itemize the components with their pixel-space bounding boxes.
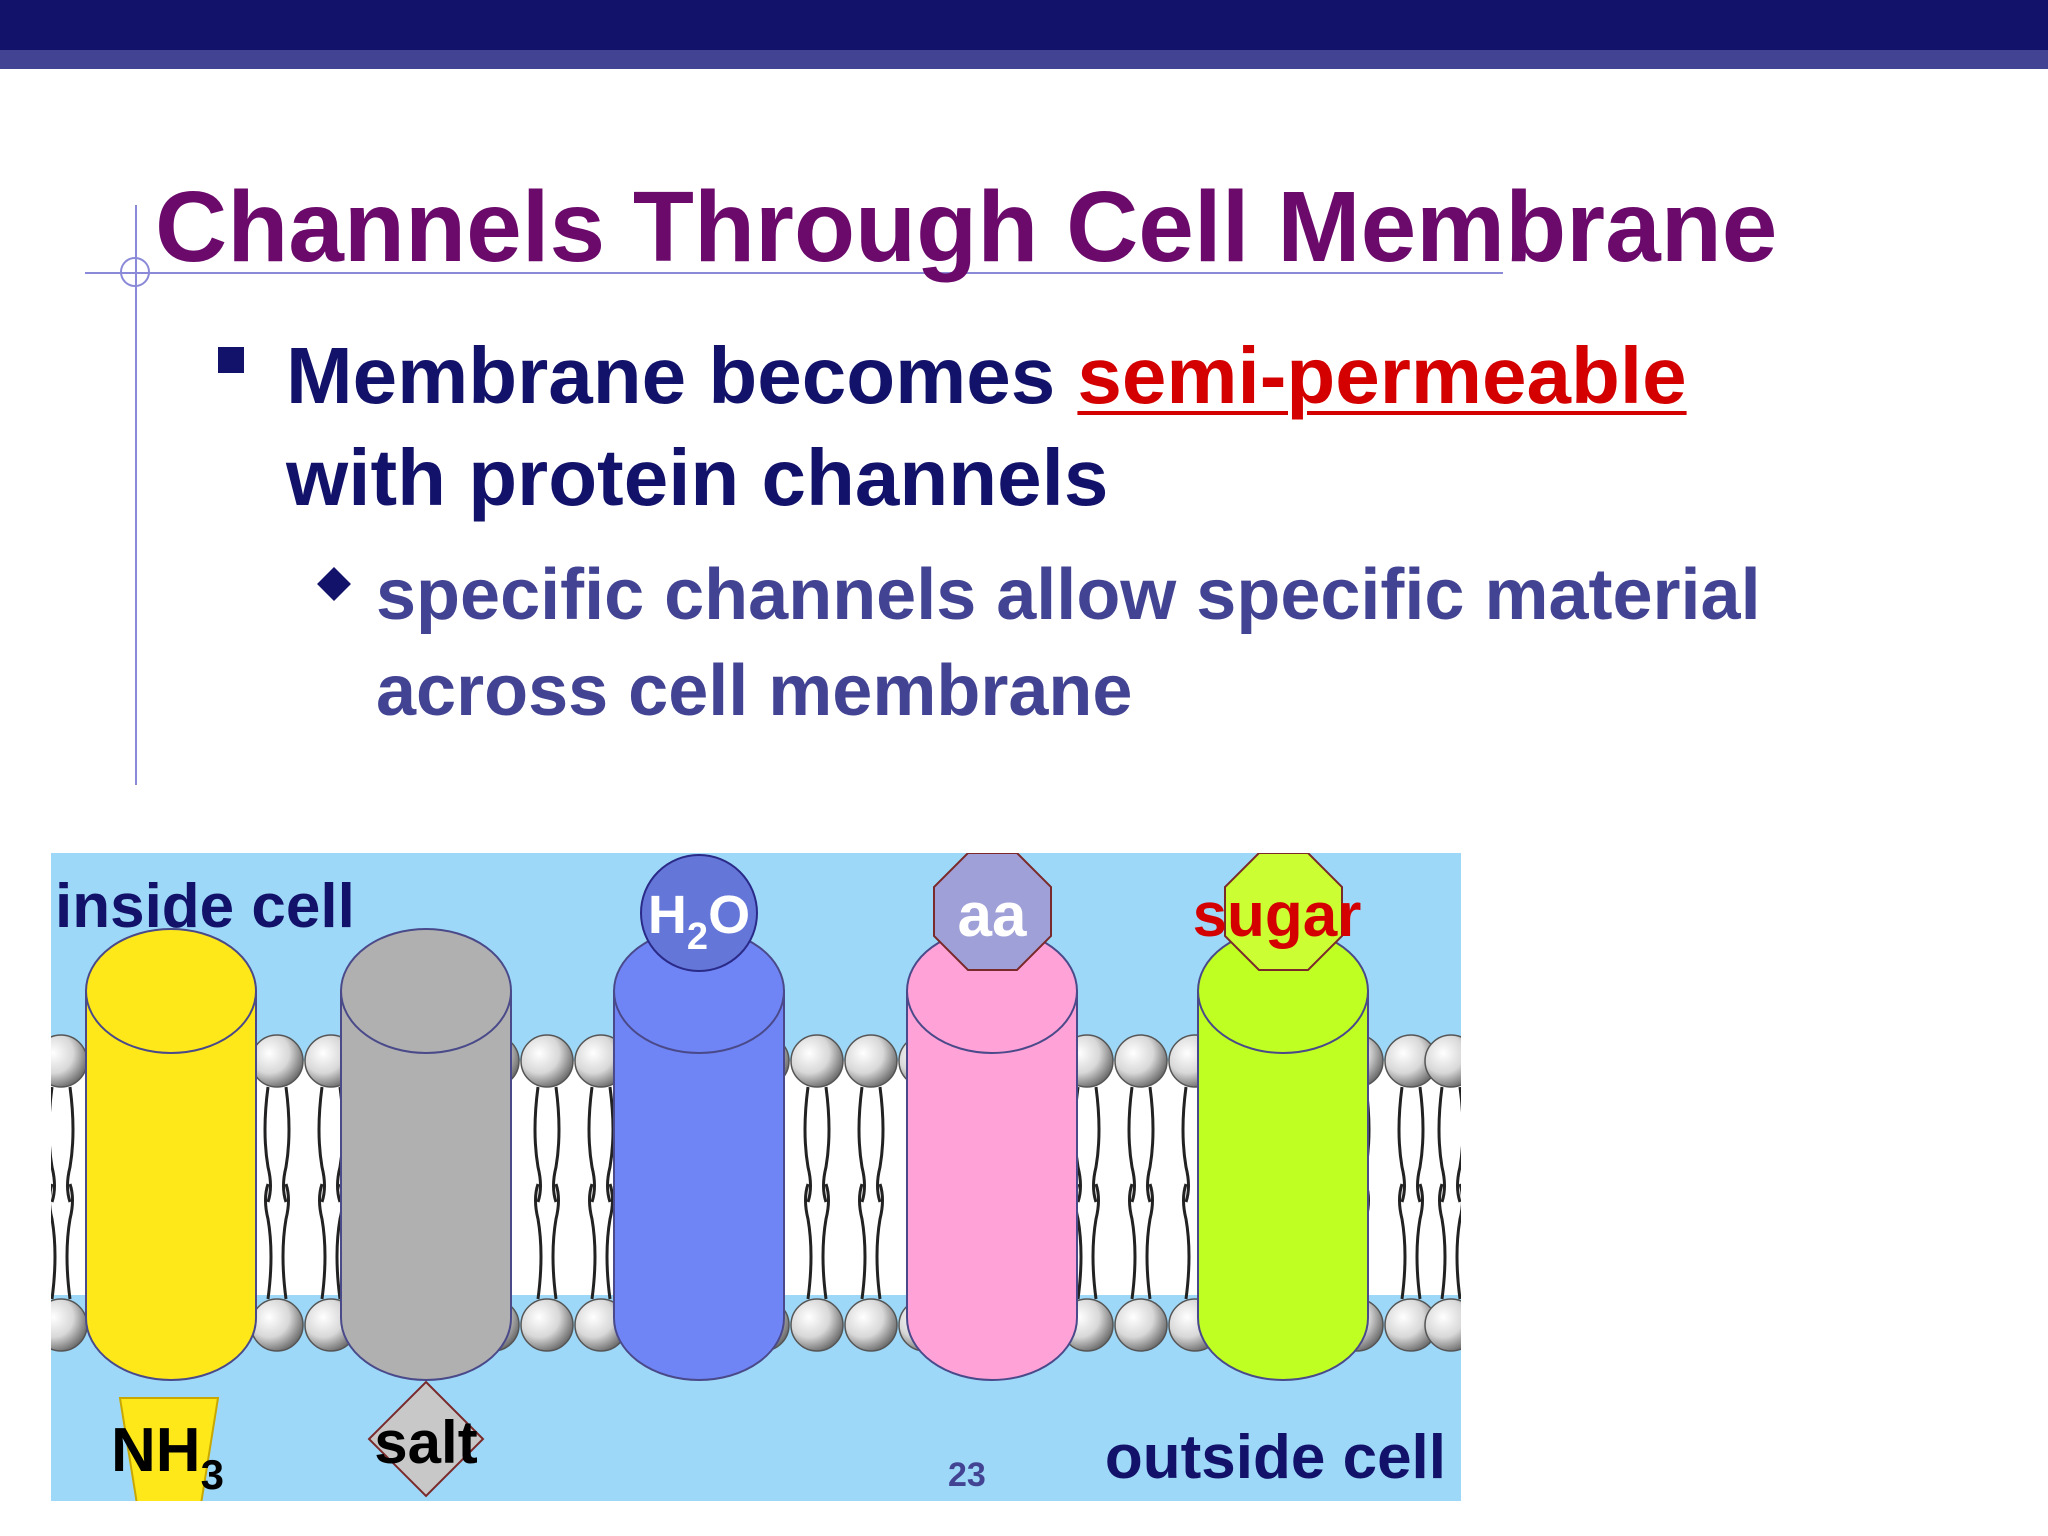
lipid-head: [1114, 1034, 1168, 1088]
lipid-head: [1424, 1298, 1461, 1352]
lipid-head: [520, 1298, 574, 1352]
lipid-tail: [282, 1086, 291, 1203]
lipid-tail: [588, 1183, 597, 1300]
water-molecule: [640, 854, 758, 972]
lipid-tail: [534, 1183, 543, 1300]
salt-molecule: [367, 1380, 485, 1498]
lipid-tail: [533, 1086, 542, 1203]
sub-bullet-line-1: specific channels allow specific materia…: [376, 555, 1761, 635]
diamond-bullet-icon: [317, 567, 351, 601]
lipid-tail: [1415, 1183, 1424, 1300]
lipid-head: [1114, 1298, 1168, 1352]
lipid-tail: [263, 1086, 272, 1203]
channel-top: [340, 928, 512, 1054]
lipid-tail: [1437, 1086, 1446, 1203]
lipid-head: [790, 1298, 844, 1352]
lipid-tail: [264, 1183, 273, 1300]
lipid-tail: [821, 1183, 830, 1300]
channel-body: [906, 990, 1078, 1381]
lipid-tail: [317, 1086, 326, 1203]
lipid-head: [250, 1034, 304, 1088]
lipid-tail: [318, 1183, 327, 1300]
slide-title: Channels Through Cell Membrane: [155, 171, 1778, 283]
channel-body: [1197, 990, 1369, 1381]
lipid-tail: [605, 1183, 614, 1300]
outside-cell-label: outside cell: [1105, 1423, 1446, 1492]
crosshair-icon: [120, 257, 150, 287]
vertical-guide-line: [135, 205, 137, 785]
lipid-tail: [1127, 1086, 1136, 1203]
amino-acid-label: aa: [958, 881, 1027, 950]
lipid-tail: [51, 1086, 56, 1203]
lipid-tail: [1092, 1086, 1101, 1203]
bullet-text-end: with protein channels: [286, 433, 1109, 522]
top-bar-accent: [0, 50, 2048, 69]
lipid-tail: [803, 1086, 812, 1203]
lipid-tail: [876, 1086, 885, 1203]
lipid-tail: [1182, 1183, 1191, 1300]
protein-channels: [85, 928, 1369, 1381]
lipid-tail: [1091, 1183, 1100, 1300]
lipid-tail: [551, 1183, 560, 1300]
sugar-molecule: [1224, 853, 1343, 971]
main-bullet: Membrane becomes semi-permeable with pro…: [286, 325, 1886, 529]
lipid-tail: [552, 1086, 561, 1203]
lipid-tail: [822, 1086, 831, 1203]
lipid-tail: [1438, 1183, 1447, 1300]
channel-top: [85, 928, 257, 1054]
protein-channel-blue: [613, 928, 785, 1381]
inside-cell-label: inside cell: [55, 872, 355, 941]
lipid-tail: [1455, 1183, 1461, 1300]
ammonia-label: NH3: [111, 1416, 224, 1498]
lipid-tail: [1397, 1086, 1406, 1203]
water-molecule-label: H2O: [648, 885, 750, 958]
salt-label: salt: [374, 1409, 477, 1476]
lipid-tail: [587, 1086, 596, 1203]
protein-channel-green: [1197, 928, 1369, 1381]
lipid-head: [250, 1298, 304, 1352]
lipid-tail: [1416, 1086, 1425, 1203]
lipid-tail: [857, 1086, 866, 1203]
lipid-tail: [1456, 1086, 1461, 1203]
lipid-tail: [804, 1183, 813, 1300]
lipid-head: [844, 1034, 898, 1088]
bullet-text-start: Membrane becomes: [286, 331, 1078, 420]
sub-bullet: specific channels allow specific materia…: [376, 547, 1976, 739]
lipid-head: [520, 1034, 574, 1088]
channel-body: [340, 990, 512, 1381]
lipid-tail: [1146, 1086, 1155, 1203]
lipid-tail: [1128, 1183, 1137, 1300]
lipid-tail: [66, 1086, 75, 1203]
protein-channel-gray: [340, 928, 512, 1381]
lipid-tail: [606, 1086, 615, 1203]
lipid-tail: [1181, 1086, 1190, 1203]
channel-body: [85, 990, 257, 1381]
protein-channel-yellow: [85, 928, 257, 1381]
ammonia-molecule: [118, 1397, 220, 1501]
sub-bullet-line-2: across cell membrane: [376, 651, 1133, 731]
lipid-head: [1424, 1034, 1461, 1088]
lipid-tail: [65, 1183, 74, 1300]
lipid-tail: [875, 1183, 884, 1300]
protein-channel-pink: [906, 928, 1078, 1381]
amino-acid-molecule: [933, 853, 1052, 971]
lipid-tail: [51, 1183, 57, 1300]
page-number: 23: [948, 1456, 986, 1494]
lipid-head: [844, 1298, 898, 1352]
lipid-tail: [1398, 1183, 1407, 1300]
membrane-diagram: inside cell outside cell H2O aa sugar NH…: [51, 853, 1461, 1501]
lipid-head: [790, 1034, 844, 1088]
top-bar: [0, 0, 2048, 50]
lipid-tail: [1145, 1183, 1154, 1300]
channel-body: [613, 990, 785, 1381]
square-bullet-icon: [218, 347, 244, 373]
sugar-label: sugar: [1193, 881, 1362, 950]
semi-permeable-term: semi-permeable: [1077, 331, 1687, 420]
lipid-tail: [281, 1183, 290, 1300]
title-underline: [85, 272, 1503, 274]
lipid-tail: [858, 1183, 867, 1300]
